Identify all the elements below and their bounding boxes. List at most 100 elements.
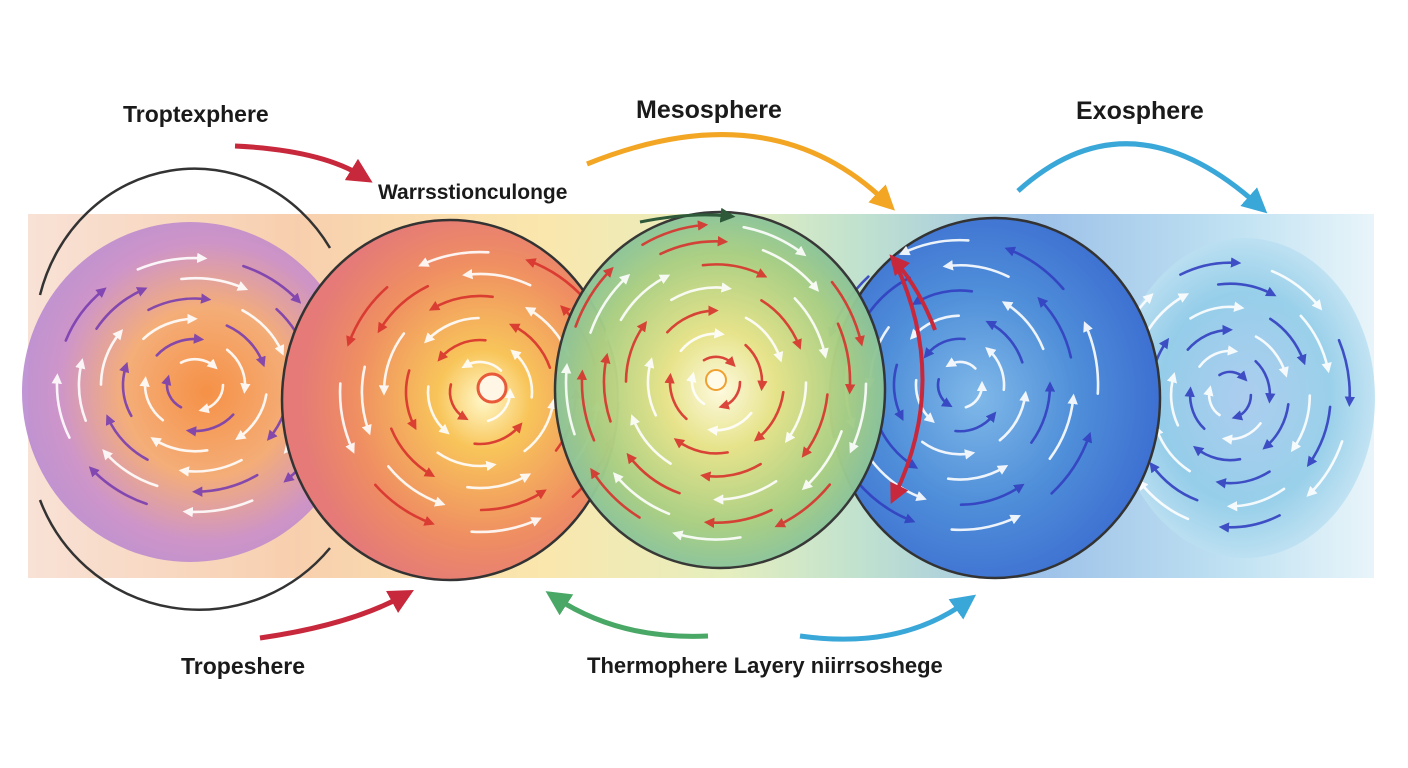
swirl-arrow	[744, 316, 784, 363]
swirl-arrow	[185, 413, 235, 437]
swirl-arrow	[466, 473, 532, 490]
swirl-arrow	[1216, 282, 1277, 297]
swirl-arrow	[644, 357, 658, 417]
swirl-arrow	[75, 358, 87, 422]
swirl-arrow	[95, 287, 148, 330]
swirl-arrow	[360, 365, 372, 436]
swirl-arrow	[589, 273, 631, 334]
swirl-arrow	[964, 380, 988, 409]
swirl-arrow	[479, 489, 547, 512]
swirl-arrow	[378, 332, 406, 396]
swirl-arrow	[892, 363, 904, 422]
swirl-arrow	[836, 322, 856, 395]
swirl-arrow	[486, 387, 516, 423]
cell-4-red-arrow	[890, 261, 925, 505]
swirl-arrow	[998, 390, 1030, 442]
swirl-arrow	[560, 362, 576, 436]
swirl-arrow	[801, 393, 829, 458]
swirl-arrow	[1269, 317, 1307, 366]
swirl-arrow	[1137, 479, 1190, 521]
swirl-arrow	[703, 508, 773, 528]
swirl-arrow	[182, 499, 254, 518]
swirl-arrow	[801, 430, 843, 491]
swirl-arrow	[374, 483, 435, 526]
swirl-arrow	[377, 284, 430, 334]
swirl-arrow	[510, 349, 534, 399]
swirl-arrow	[673, 438, 729, 455]
swirl-arrow	[338, 382, 355, 454]
red-arrow-bottom	[259, 590, 414, 641]
swirl-arrow	[753, 390, 785, 442]
swirl-arrow	[954, 411, 997, 433]
swirl-arrow	[1231, 393, 1253, 421]
swirl-arrow	[686, 371, 706, 406]
swirl-arrow	[1048, 393, 1078, 460]
label-warrsstionculonge: Warrsstionculonge	[378, 181, 568, 204]
swirl-arrow	[1254, 360, 1276, 404]
swirl-arrow	[626, 452, 681, 495]
swirl-arrow	[119, 361, 133, 418]
swirl-arrow	[161, 374, 183, 409]
swirl-arrow	[679, 328, 725, 353]
swirl-arrow	[147, 293, 212, 312]
swirl-arrow	[793, 297, 829, 359]
label-exosphere: Exosphere	[1076, 97, 1204, 125]
swirl-arrow	[942, 260, 1010, 278]
orange-arrow-top	[586, 132, 895, 211]
swirl-arrow	[102, 449, 159, 488]
swirl-arrow	[1254, 335, 1289, 378]
swirl-arrow	[666, 305, 719, 334]
swirl-arrow	[914, 378, 935, 424]
swirl-arrow	[849, 382, 868, 454]
swirl-arrow	[742, 225, 807, 257]
swirl-arrow	[1337, 338, 1356, 408]
swirl-arrow	[600, 352, 612, 423]
swirl-arrow	[899, 238, 970, 256]
blue-arrow-top	[1016, 141, 1268, 214]
swirl-arrow	[1218, 370, 1248, 382]
swirl-arrow	[1299, 314, 1332, 374]
swirl-arrow	[461, 358, 503, 372]
swirl-arrow	[985, 346, 1006, 392]
swirl-arrow	[744, 343, 768, 392]
swirl-arrow	[959, 483, 1025, 506]
swirl-arrow	[701, 263, 768, 278]
swirl-arrow	[191, 473, 259, 497]
swirl-arrow	[136, 252, 208, 271]
swirl-arrow	[473, 422, 523, 446]
swirl-arrow	[641, 220, 709, 246]
swirl-arrow	[923, 337, 966, 359]
swirl-arrow	[155, 333, 205, 357]
swirl-arrow	[613, 472, 671, 516]
swirl-arrow	[198, 383, 225, 414]
swirl-arrow	[1186, 324, 1233, 351]
swirl-arrow	[235, 393, 268, 441]
swirl-arrow	[387, 465, 446, 507]
swirl-cell-3	[560, 220, 868, 541]
swirl-arrow	[428, 294, 494, 311]
swirl-arrow	[180, 276, 249, 291]
swirl-arrow	[436, 451, 497, 472]
swirl-arrow	[424, 316, 480, 344]
green-arrow-bottom	[545, 591, 709, 639]
swirl-arrow	[508, 323, 552, 369]
swirl-arrow	[1203, 385, 1221, 417]
swirl-arrow	[784, 381, 808, 443]
swirl-arrow	[51, 373, 71, 439]
swirl-arrow	[105, 414, 149, 461]
swirl-arrow	[426, 385, 450, 435]
swirl-arrow	[139, 376, 165, 422]
swirl-arrow	[761, 248, 819, 292]
swirl-arrow	[1083, 321, 1100, 395]
swirl-arrow	[241, 309, 285, 356]
label-thermophere: Thermophere Layery niirrsoshege	[587, 653, 943, 678]
swirl-arrow	[179, 357, 218, 370]
swirl-arrow	[1221, 422, 1262, 445]
swirl-arrow	[178, 458, 243, 477]
swirl-arrow	[670, 282, 732, 302]
blue-arrow-bottom	[799, 594, 977, 642]
swirl-arrow	[346, 286, 389, 347]
label-mesosphere: Mesosphere	[636, 96, 782, 124]
swirl-arrow	[945, 357, 977, 370]
